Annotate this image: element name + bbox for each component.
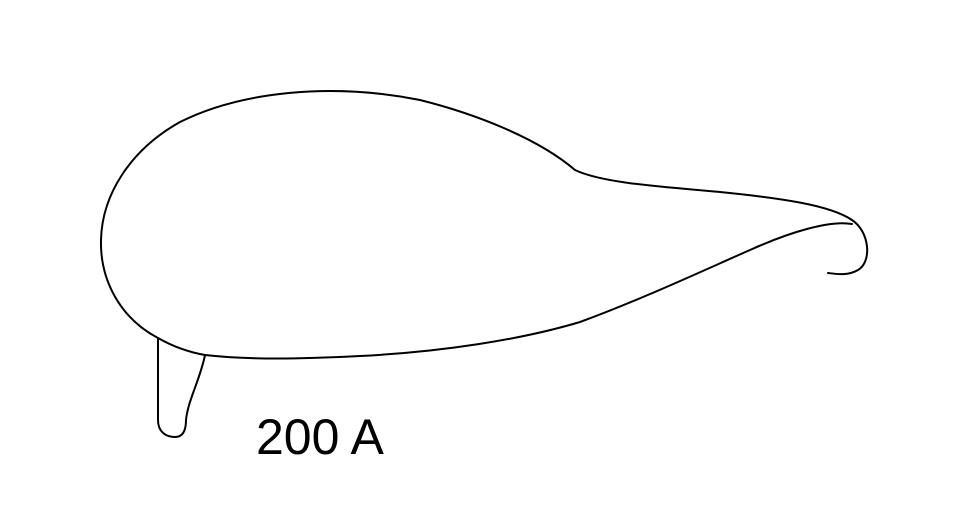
fin-joint-line [157, 337, 206, 356]
main-body-outline [99, 90, 869, 339]
tail-lower-outline [204, 222, 853, 360]
figure-label: 200 A [256, 409, 385, 465]
body-outline [99, 90, 869, 438]
lower-fin-outline [157, 337, 206, 438]
